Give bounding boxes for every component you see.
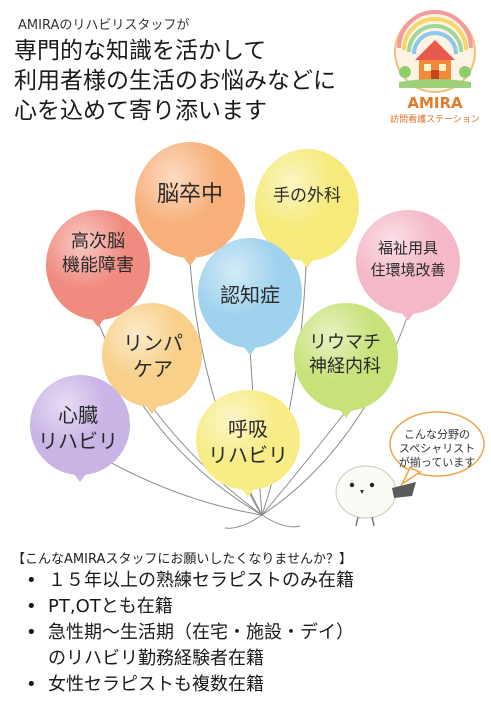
headline-line-1: 専門的な知識を活かして bbox=[14, 38, 267, 64]
speech-bubble bbox=[389, 411, 485, 487]
list-item: 急性期～生活期（在宅・施設・デイ）のリハビリ勤務経験者在籍 bbox=[22, 620, 482, 672]
balloon-label-ninchi: 認知症 bbox=[220, 283, 280, 307]
question-heading: 【こんなAMIRAスタッフにお願いしたくなりませんか？】 bbox=[12, 552, 352, 567]
balloon-kokyu bbox=[196, 390, 300, 497]
balloon-strings bbox=[79, 261, 409, 529]
balloon-te bbox=[255, 149, 359, 268]
amira-logo: AMIRA 訪問看護ステーション bbox=[385, 8, 485, 126]
headline: 専門的な知識を活かして 利用者様の生活のお悩みなどに 心を込めて寄り添います bbox=[14, 36, 394, 126]
balloon-illustration bbox=[30, 142, 485, 529]
balloon-fukushi bbox=[356, 210, 460, 321]
balloon-label-koji: 高次脳 機能障害 bbox=[62, 231, 134, 276]
balloon-label-kokyu: 呼吸 リハビリ bbox=[208, 417, 288, 467]
feature-list: １５年以上の熟練セラピストのみ在籍 PT,OTとも在籍 急性期～生活期（在宅・施… bbox=[22, 568, 482, 698]
list-item: １５年以上の熟練セラピストのみ在籍 bbox=[22, 568, 482, 594]
list-item: 女性セラピストも複数在籍 bbox=[22, 672, 482, 698]
intro-text: AMIRAのリハビリスタッフが bbox=[18, 18, 190, 33]
balloon-rinpa bbox=[102, 303, 202, 414]
list-item: PT,OTとも在籍 bbox=[22, 594, 482, 620]
house-logo-icon bbox=[394, 10, 476, 93]
balloon-label-riumachi: リウマチ 神経内科 bbox=[309, 332, 381, 377]
balloon-noso bbox=[135, 142, 245, 266]
balloon-label-rinpa: リンパ ケア bbox=[123, 331, 183, 381]
balloon-label-fukushi: 福祉用具 住環境改善 bbox=[370, 239, 446, 279]
logo-name: AMIRA bbox=[407, 94, 463, 112]
logo-subtitle: 訪問看護ステーション bbox=[390, 115, 480, 125]
balloon-label-shinzo: 心臓 リハビリ bbox=[38, 403, 118, 453]
balloon-shinzo bbox=[30, 375, 130, 482]
balloon-label-noso: 脳卒中 bbox=[156, 182, 223, 207]
balloon-label-te: 手の外科 bbox=[273, 186, 341, 206]
balloon-riumachi bbox=[294, 303, 398, 418]
headline-line-2: 利用者様の生活のお悩みなどに bbox=[14, 68, 336, 94]
balloon-koji bbox=[46, 210, 150, 327]
headline-line-3: 心を込めて寄り添います bbox=[14, 98, 267, 124]
bird-icon bbox=[335, 465, 416, 527]
balloon-ninchi bbox=[198, 238, 302, 355]
speech-bubble-text: こんな分野の スペシャリスト が揃っています bbox=[398, 428, 476, 469]
